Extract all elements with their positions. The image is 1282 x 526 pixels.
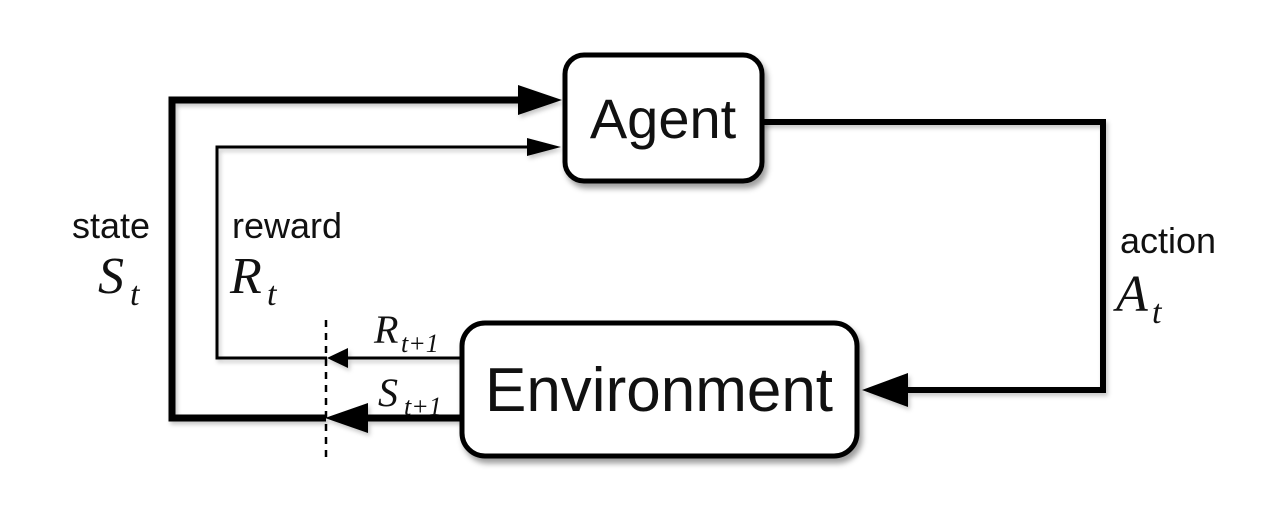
state-subscript: t bbox=[130, 276, 141, 313]
reward-symbol: R bbox=[229, 248, 262, 305]
environment-box bbox=[459, 320, 860, 459]
next-reward-symbol: R bbox=[373, 307, 398, 352]
wires-group bbox=[168, 85, 1106, 433]
next-state-arrowhead bbox=[325, 403, 368, 433]
action-line bbox=[762, 119, 1106, 393]
next-state-subscript: t+1 bbox=[404, 392, 442, 421]
reward-word-label: reward bbox=[232, 205, 342, 246]
action-word-label: action bbox=[1120, 220, 1216, 261]
environment-box-label: Environment bbox=[485, 356, 833, 425]
state-loop-line bbox=[168, 96, 520, 422]
agent-box-label: Agent bbox=[590, 87, 737, 150]
reward-into-agent-arrowhead bbox=[527, 138, 561, 156]
state-word-label: state bbox=[72, 205, 150, 246]
action-subscript: t bbox=[1152, 294, 1163, 331]
agent-box bbox=[562, 52, 765, 184]
action-into-environment-arrowhead bbox=[862, 373, 908, 407]
next-reward-arrowhead bbox=[327, 348, 348, 368]
state-symbol: S bbox=[98, 248, 124, 305]
reward-subscript: t bbox=[267, 276, 278, 313]
next-reward-subscript: t+1 bbox=[401, 329, 439, 358]
state-into-agent-arrowhead bbox=[518, 85, 562, 115]
reward-loop-line bbox=[215, 145, 529, 360]
action-symbol: A bbox=[1113, 266, 1148, 323]
next-state-symbol: S bbox=[378, 370, 398, 415]
